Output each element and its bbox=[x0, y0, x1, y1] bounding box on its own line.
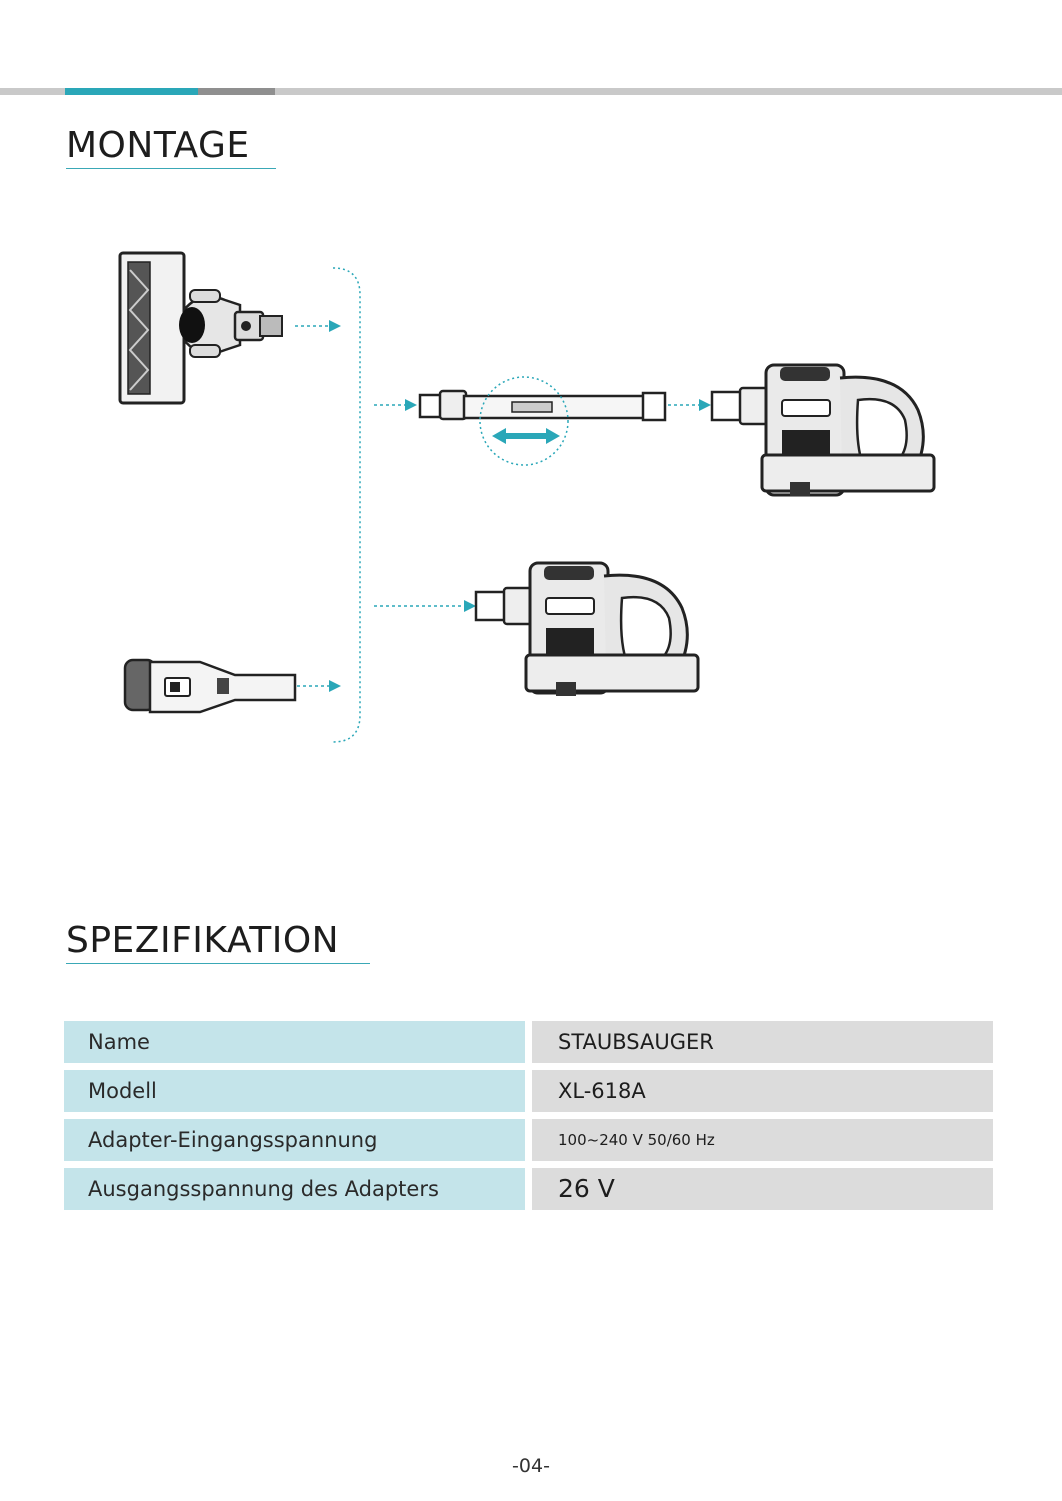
assembly-diagram bbox=[0, 240, 1062, 760]
table-row: Modell XL-618A bbox=[64, 1070, 993, 1112]
top-rule bbox=[0, 88, 1062, 95]
spec-value-name: STAUBSAUGER bbox=[532, 1021, 993, 1063]
top-rule-accent bbox=[65, 88, 198, 95]
spec-key-name: Name bbox=[64, 1021, 525, 1063]
spezifikation-title: SPEZIFIKATION bbox=[66, 921, 370, 964]
bracket-line bbox=[333, 268, 360, 742]
table-row: Ausgangsspannung des Adapters 26 V bbox=[64, 1168, 993, 1210]
page-number: -04- bbox=[0, 1455, 1062, 1477]
handheld-unit-illustration-lower bbox=[374, 563, 698, 696]
spec-table: Name STAUBSAUGER Modell XL-618A Adapter-… bbox=[64, 1021, 993, 1217]
table-row: Adapter-Eingangsspannung 100~240 V 50/60… bbox=[64, 1119, 993, 1161]
spec-key-input-voltage: Adapter-Eingangsspannung bbox=[64, 1119, 525, 1161]
spec-key-model: Modell bbox=[64, 1070, 525, 1112]
handheld-unit-illustration-upper bbox=[712, 365, 934, 496]
spec-value-model: XL-618A bbox=[532, 1070, 993, 1112]
crevice-tool-illustration bbox=[125, 660, 338, 712]
floor-brush-illustration bbox=[120, 253, 338, 403]
spec-value-input-voltage: 100~240 V 50/60 Hz bbox=[532, 1119, 993, 1161]
top-rule-accent-gray bbox=[198, 88, 275, 95]
table-row: Name STAUBSAUGER bbox=[64, 1021, 993, 1063]
spec-value-output-voltage: 26 V bbox=[532, 1168, 993, 1210]
spec-key-output-voltage: Ausgangsspannung des Adapters bbox=[64, 1168, 525, 1210]
montage-title: MONTAGE bbox=[66, 126, 276, 169]
extension-tube-illustration bbox=[374, 377, 708, 465]
